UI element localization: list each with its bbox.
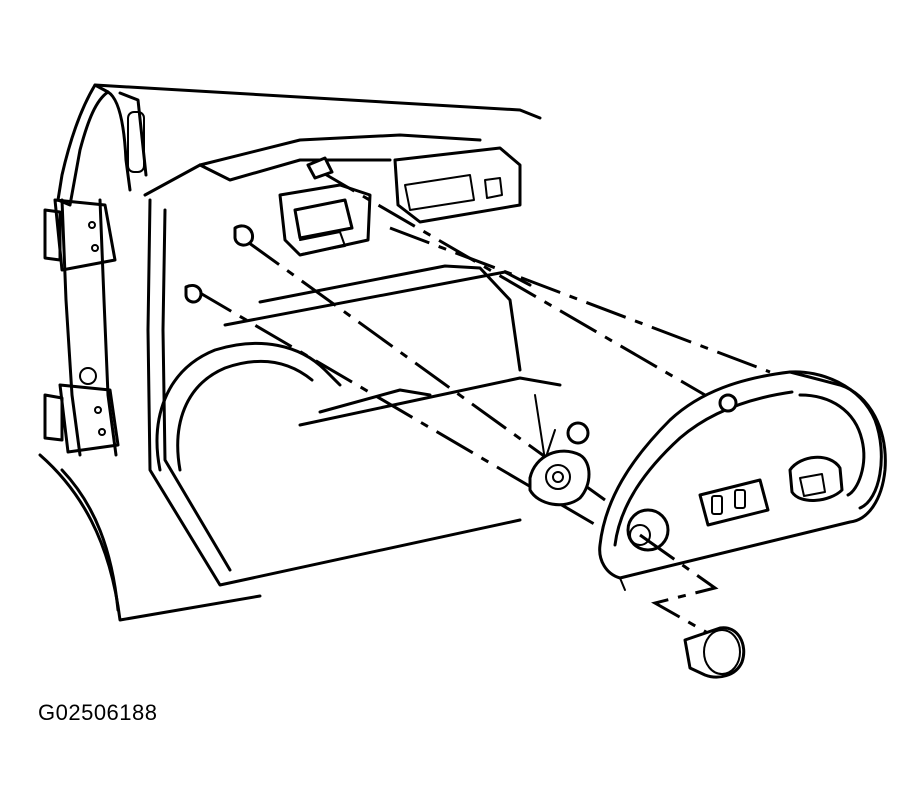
lower-hinge [43,367,120,454]
handle-bezel [528,421,591,507]
figure-id-label: G02506188 [38,700,158,725]
door-frame [38,83,562,622]
door-fasteners [184,156,334,304]
trim-cap [639,533,746,679]
door-trim-panel [598,370,887,591]
upper-hinge [43,198,117,272]
